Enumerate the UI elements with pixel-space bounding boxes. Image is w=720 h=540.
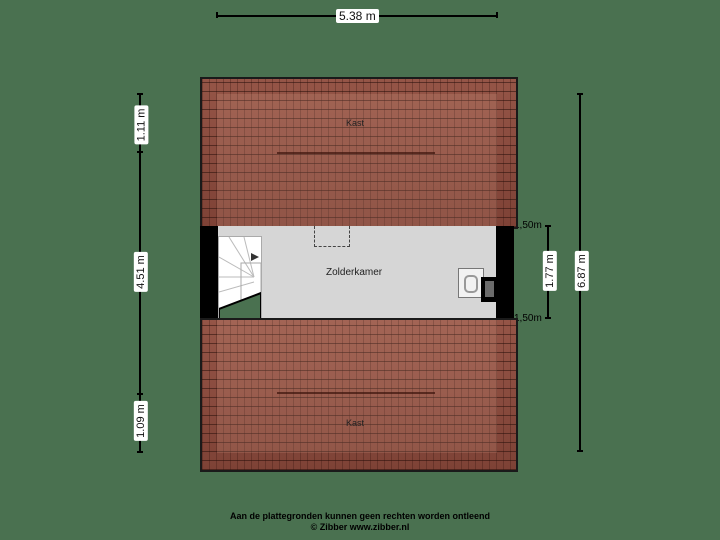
dimension-tick (577, 93, 583, 95)
copyright-text: © Zibber www.zibber.nl (310, 522, 410, 532)
disclaimer-text: Aan de plattegronden kunnen geen rechten… (229, 511, 491, 521)
ridge-line-bottom (277, 392, 435, 394)
chimney (481, 277, 498, 302)
room-label-kast-top: Kast (346, 118, 365, 128)
stairs-icon (218, 236, 262, 320)
dimension-label-total-depth: 6.87 m (574, 251, 589, 291)
ridge-line-top (277, 152, 435, 154)
dimension-label-inner-height: 1.77 m (542, 251, 557, 291)
dimension-label-top-kast: 1.11 m (134, 105, 149, 145)
dimension-label-bottom-kast: 1.09 m (133, 401, 148, 441)
dimension-label-zolderkamer: 4.51 m (133, 252, 148, 292)
staircase (218, 236, 262, 320)
dimension-tick (496, 12, 498, 18)
roof-inner-area (217, 94, 497, 229)
wall-right (496, 226, 514, 318)
height-mark-top: 1,50m (514, 220, 542, 231)
attic-hatch (314, 226, 350, 247)
roof-inner-area (217, 320, 497, 453)
room-label-kast-bottom: Kast (346, 418, 365, 428)
dimension-tick (216, 12, 218, 18)
height-mark-bottom: 1,50m (514, 313, 542, 324)
dimension-tick (137, 451, 143, 453)
dimension-tick (545, 317, 551, 319)
dimension-tick (577, 450, 583, 452)
roof-bottom-kast (200, 318, 518, 472)
dimension-tick (137, 93, 143, 95)
dimension-tick (137, 151, 143, 153)
room-label-zolderkamer: Zolderkamer (326, 267, 383, 278)
room-zolderkamer (218, 226, 496, 318)
dimension-tick (545, 225, 551, 227)
wall-left (200, 226, 218, 318)
dimension-label-width: 5.38 m (336, 9, 379, 23)
dimension-tick (137, 393, 143, 395)
